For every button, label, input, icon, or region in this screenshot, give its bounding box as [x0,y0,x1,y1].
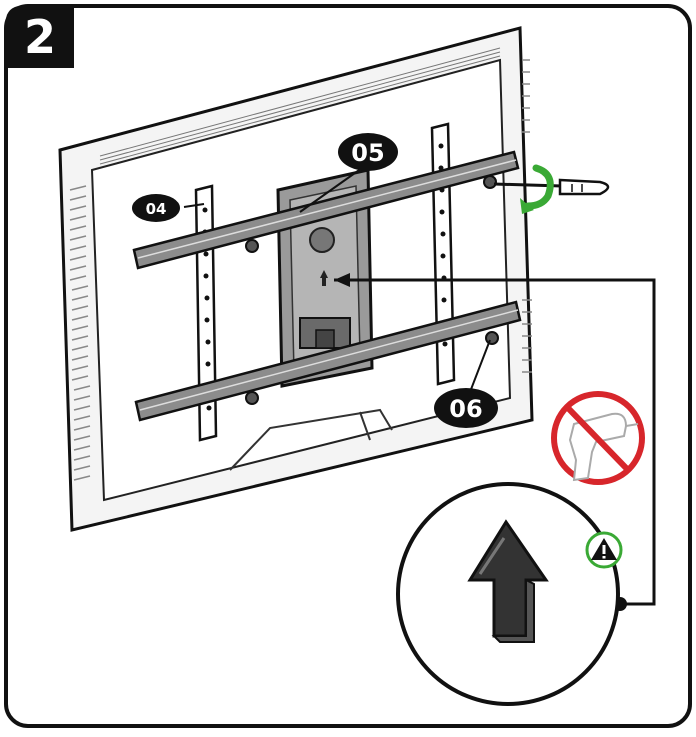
leader-04 [183,203,205,208]
mounting-rail-top [132,150,520,270]
callout-04: 04 [132,194,180,222]
leader-05 [299,167,363,213]
up-arrow-icon [467,519,549,643]
no-power-drill-icon [551,391,645,485]
callout-05: 05 [338,133,398,171]
callout-05-label: 05 [351,139,384,167]
detail-leader [334,278,656,606]
warning-triangle-icon [585,531,623,569]
bolt-bottom-right [485,331,499,345]
mounting-rail-bottom [134,300,522,422]
callout-06: 06 [434,388,498,428]
detail-view [396,482,620,706]
bolt-bottom-left [245,391,259,405]
leader-06 [469,339,491,393]
right-vents [522,59,532,373]
step-number: 2 [6,6,74,68]
bolt-top-right [483,175,497,189]
callout-06-label: 06 [449,395,482,423]
callout-04-label: 04 [146,200,167,218]
bolt-top-left [245,239,259,253]
clockwise-rotation-icon [520,164,554,214]
left-vents [69,185,91,481]
